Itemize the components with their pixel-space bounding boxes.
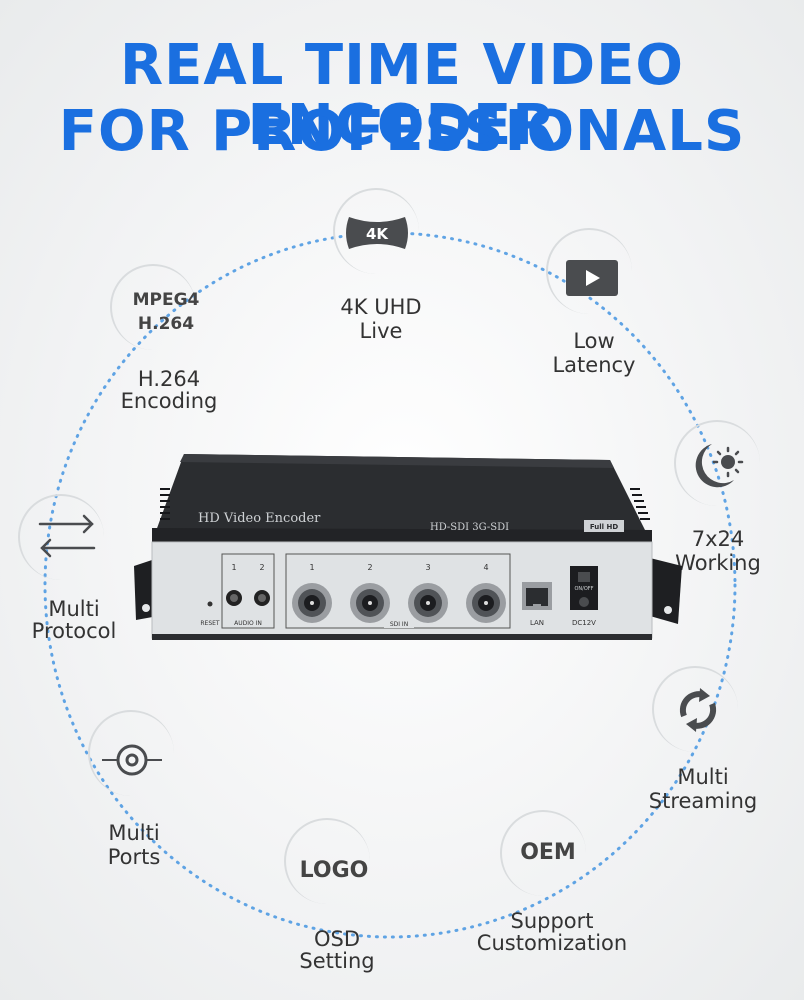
sdi-in-label: SDI IN [390,621,408,628]
video-encoder-device: HD Video Encoder HD-SDI 3G-SDI Full HD R… [134,454,682,640]
headline-line-1: REAL TIME VIDEO ENCODER [120,33,684,158]
streaming-label-1: Multi [677,765,729,789]
icon-ring-encoding [110,264,196,350]
switch-label: ON/OFF [574,586,593,592]
encoding-label-1: H.264 [137,367,201,391]
streaming-label-2: Streaming [648,789,758,813]
headline-line-2: FOR PROFESSIONALS [58,99,746,164]
4k-badge-icon: 4K [346,217,408,249]
ports-label-2: Ports [107,845,161,869]
device-hd-badge: Full HD [590,523,619,531]
sdi-port-4 [466,583,506,623]
device-reset-label: RESET [200,620,220,627]
icon-ring-ports [88,710,174,796]
uhd-icon-text: 4K [366,225,389,243]
sdi-num-2: 2 [367,563,372,572]
icon-ring-latency [546,228,632,314]
power-label: DC12V [572,619,596,627]
audio-num-2: 2 [259,563,264,572]
support-label-2: Customization [476,931,628,955]
play-icon [566,260,618,296]
audio-num-1: 1 [231,563,236,572]
icon-ring-oem [500,810,586,896]
sdi-port-3 [408,583,448,623]
latency-label-1: Low [573,329,615,353]
sdi-num-1: 1 [309,563,314,572]
icon-ring-protocol [18,494,104,580]
working-label-1: 7x24 [691,527,745,551]
bnc-port-icon [102,744,162,776]
sdi-port-2 [350,583,390,623]
day-night-icon [695,444,744,488]
osd-label-2: Setting [299,949,375,973]
refresh-arrows-icon [679,688,717,732]
icon-ring-working [674,420,760,506]
icon-ring-logo [284,818,370,904]
lan-label: LAN [530,619,544,627]
audio-in-label: AUDIO IN [234,620,262,627]
latency-label-2: Latency [552,353,636,377]
mpeg4-badge: MPEG4 [132,290,200,310]
sdi-num-4: 4 [483,563,488,572]
icon-ring-streaming [652,666,738,752]
h264-badge: H.264 [137,314,195,334]
sdi-port-1 [292,583,332,623]
icon-ring-uhd [333,188,419,274]
encoding-label-2: Encoding [120,389,218,413]
ports-label-1: Multi [108,821,160,845]
device-model-label: HD-SDI 3G-SDI [430,522,509,533]
oem-badge: OEM [520,840,576,865]
protocol-label-1: Multi [48,597,100,621]
uhd-label-2: Live [359,319,403,343]
protocol-label-2: Protocol [31,619,117,643]
swap-arrows-icon [38,514,96,558]
osd-label-1: OSD [313,927,361,951]
uhd-label-1: 4K UHD [340,295,422,319]
support-label-1: Support [510,909,594,933]
device-brand-label: HD Video Encoder [198,511,321,526]
logo-badge: LOGO [299,858,369,883]
sdi-num-3: 3 [425,563,430,572]
working-label-2: Working [675,551,761,575]
